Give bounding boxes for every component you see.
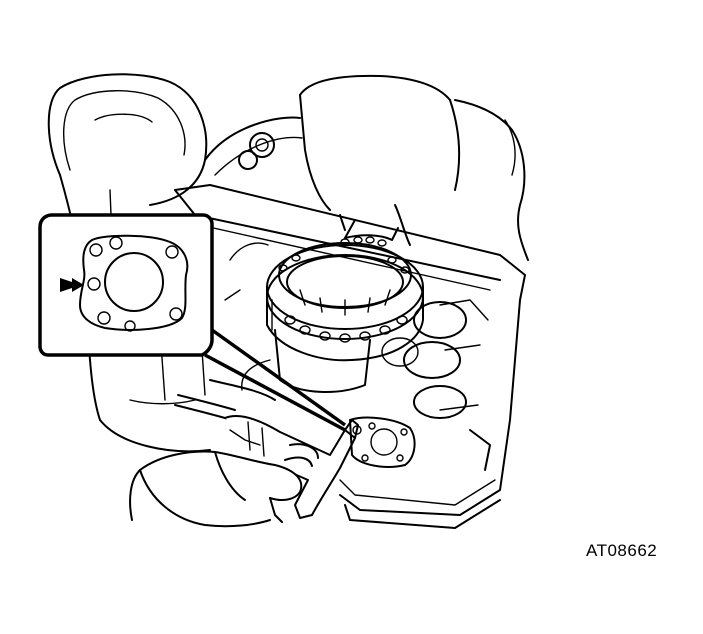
- figure-id-label: AT08662: [586, 541, 658, 560]
- clutch-drum: [266, 204, 424, 362]
- hand-with-air-gun: [129, 394, 359, 528]
- callout-leader: [204, 328, 416, 468]
- inset-detail-box: [38, 213, 214, 357]
